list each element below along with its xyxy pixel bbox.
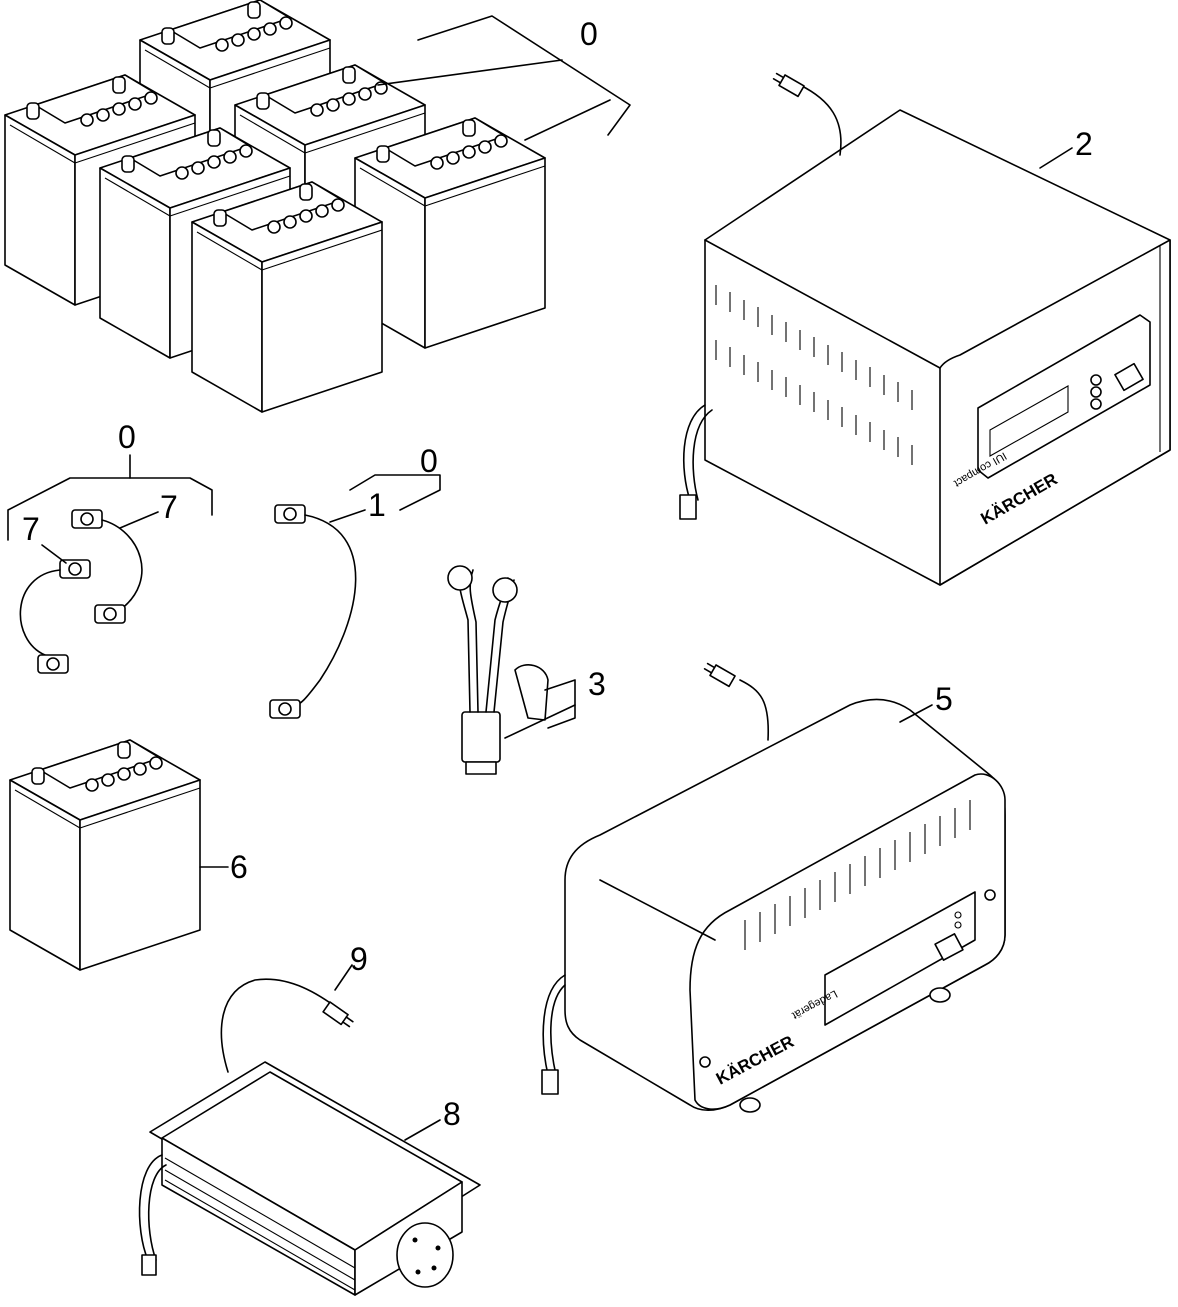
power-switch[interactable] [1114,362,1144,392]
callout-battery-single: 6 [230,849,248,885]
control-panel [824,891,976,1026]
plug-icon [703,662,736,688]
callout-cable-single-set: 0 [420,443,438,479]
battery-single: 6 [9,739,248,971]
callout-cable-a: 7 [160,489,178,525]
control-panel [977,314,1151,479]
clamp-icon [37,654,69,674]
vent-slots [744,800,971,950]
indicator-led [1090,386,1102,398]
indicator-led [954,911,962,919]
charger-medium: Ladegerät KÄRCHER 5 [541,662,1006,1113]
power-switch[interactable] [934,933,964,961]
indicator-led [1090,398,1102,410]
callout-cable-single: 1 [368,487,386,523]
battery-set [4,0,546,413]
cable-icon [19,569,61,656]
plug-set: 3 [447,565,606,775]
connector-icon [141,1254,157,1276]
indicator-led [1090,374,1102,386]
dc-cable [138,1154,163,1261]
connector-icon [679,494,697,520]
clamp-icon [71,509,103,529]
plug-icon [461,711,501,763]
clamp-icon [447,565,473,591]
plug-icon [772,72,805,98]
mains-lead [799,84,842,156]
callout-plug-set: 3 [588,666,606,702]
callout-cable-set: 0 [118,419,136,455]
callout-charger-small: 8 [443,1096,461,1132]
fan-icon [396,1222,454,1288]
callout-mains-cable: 9 [350,941,368,977]
foot-icon [929,987,951,1003]
cable-icon [101,519,143,611]
callout-cable-b: 7 [22,511,40,547]
dc-cable [682,404,706,501]
mains-cable [220,978,341,1073]
callout-charger-medium: 5 [935,681,953,717]
charger-small: 9 8 [138,941,481,1296]
clamp-icon [274,504,306,524]
screw-icon [699,1056,711,1068]
indicator-led [954,921,962,929]
clamp-icon [492,577,518,603]
callout-charger-large: 2 [1075,126,1093,162]
battery-icon [9,739,201,971]
charger-large: IUI compact KÄRCHER 2 [679,72,1171,586]
callout-battery-set: 0 [580,16,598,52]
battery-icon [191,181,383,413]
cable-icon [294,514,357,706]
clamp-icon [269,699,301,719]
cable-set: 0 7 7 [7,419,213,674]
terminal-clip [514,664,549,721]
dc-cable [542,974,566,1076]
mains-lead [739,679,770,741]
cable-single: 1 0 [269,443,441,719]
plug-icon [322,1001,354,1028]
battery-set-bracket: 0 [377,15,631,141]
battery-icon [354,117,546,349]
connector-icon [541,1069,559,1095]
screw-icon [984,889,996,901]
foot-icon [739,1097,761,1113]
vent-slots [715,285,913,465]
clamp-icon [94,604,126,624]
